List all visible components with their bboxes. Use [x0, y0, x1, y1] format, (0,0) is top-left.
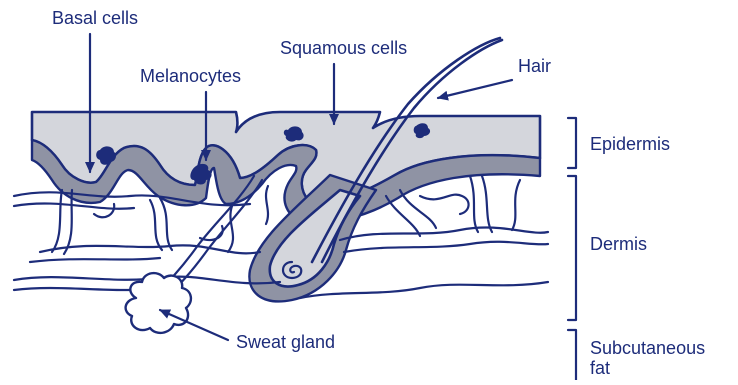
label-dermis: Dermis: [590, 234, 647, 254]
leader-hair: [438, 80, 512, 98]
bracket-epidermis: [568, 118, 576, 168]
sweat-gland: [126, 273, 191, 333]
label-melanocytes: Melanocytes: [140, 66, 241, 86]
bracket-dermis: [568, 176, 576, 320]
label-subcutaneous-fat-line2: fat: [590, 358, 610, 378]
label-basal-cells: Basal cells: [52, 8, 138, 28]
bracket-subcutaneous-fat: [568, 330, 576, 380]
label-epidermis: Epidermis: [590, 134, 670, 154]
label-subcutaneous-fat-line1: Subcutaneous: [590, 338, 705, 358]
label-sweat-gland: Sweat gland: [236, 332, 335, 352]
label-hair: Hair: [518, 56, 551, 76]
label-squamous-cells: Squamous cells: [280, 38, 407, 58]
